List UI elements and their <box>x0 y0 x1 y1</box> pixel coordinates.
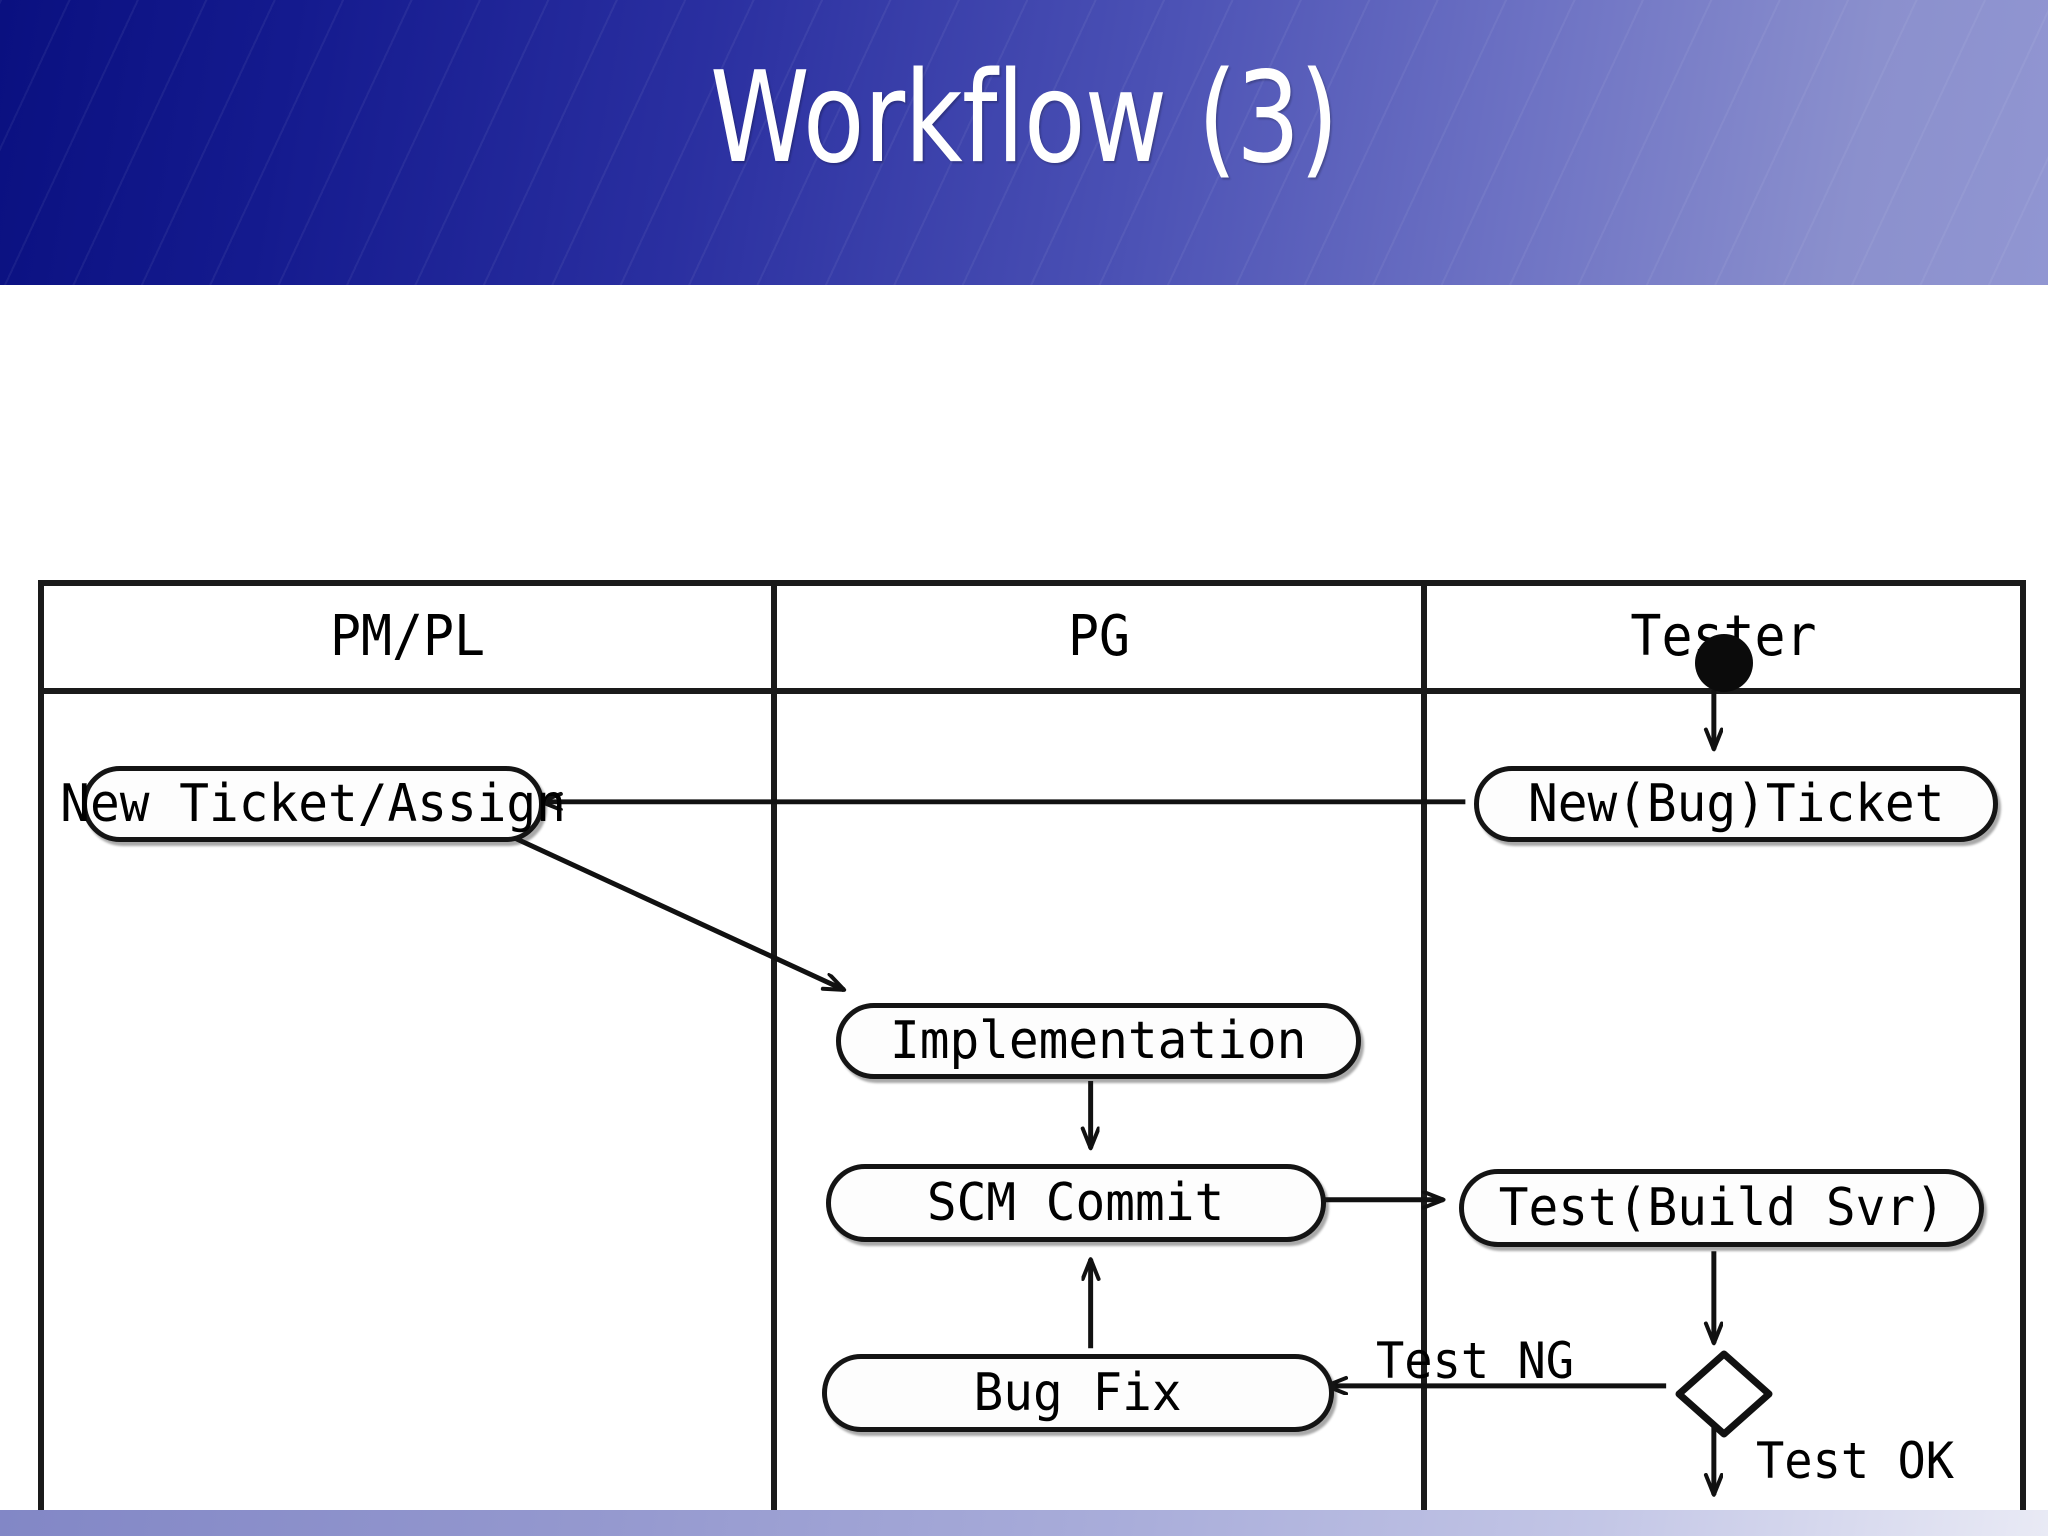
activity-label-implementation: Implementation <box>890 1011 1307 1071</box>
swimlane-header-pg: PG <box>1067 604 1131 669</box>
edge-new-ticket-to-implementation <box>508 833 844 993</box>
swimlane-diagram: PM/PL PG Tester <box>38 580 2026 1536</box>
decision-node[interactable] <box>1674 1348 1774 1440</box>
swimlane-header-pmpl: PM/PL <box>329 604 486 669</box>
activity-label-new-bug-ticket: New(Bug)Ticket <box>1527 774 1945 834</box>
activity-node-new-ticket-assign[interactable]: New Ticket/Assign <box>60 766 566 842</box>
swimlane-divider-2 <box>1421 586 1427 1536</box>
activity-label-test-build-svr: Test(Build Svr) <box>1498 1178 1945 1238</box>
swimlane-divider-1 <box>771 586 777 1536</box>
activity-node-new-bug-ticket[interactable]: New(Bug)Ticket <box>1474 766 1998 842</box>
activity-node-scm-commit[interactable]: SCM Commit <box>826 1164 1326 1242</box>
edge-label-test-ng: Test NG <box>1376 1332 1575 1390</box>
title-banner: Workflow (3) <box>0 0 2048 285</box>
activity-node-bug-fix[interactable]: Bug Fix <box>822 1354 1334 1432</box>
activity-node-implementation[interactable]: Implementation <box>836 1003 1361 1079</box>
activity-node-test-build-svr[interactable]: Test(Build Svr) <box>1459 1169 1984 1247</box>
edge-label-test-ok: Test OK <box>1756 1432 1955 1490</box>
bottom-accent-strip <box>0 1510 2048 1536</box>
swimlane-header-row: PM/PL PG Tester <box>44 586 2020 694</box>
page-title: Workflow (3) <box>709 44 1339 191</box>
initial-node <box>1695 634 1753 692</box>
slide-body: PM/PL PG Tester <box>0 285 2048 1536</box>
activity-label-scm-commit: SCM Commit <box>927 1173 1225 1233</box>
activity-label-bug-fix: Bug Fix <box>973 1363 1183 1423</box>
activity-label-new-ticket-assign: New Ticket/Assign <box>60 774 566 834</box>
